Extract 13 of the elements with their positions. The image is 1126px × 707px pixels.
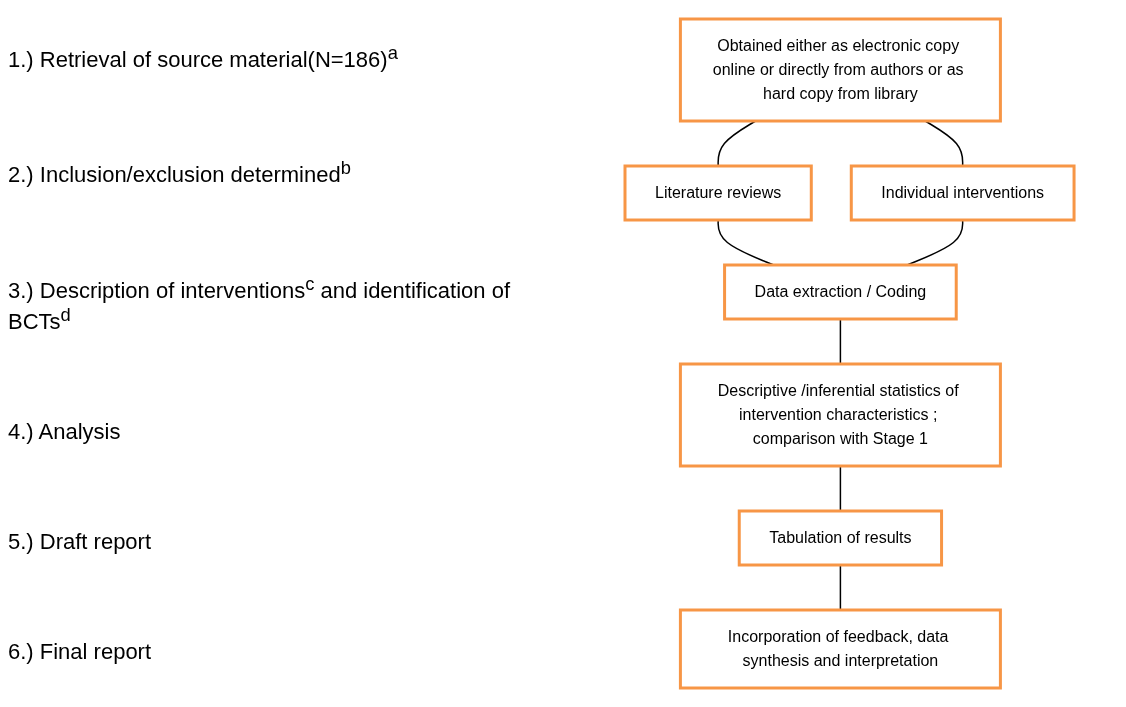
node-box: Literature reviews xyxy=(623,164,814,222)
step-label: 5.) Draft report xyxy=(8,529,153,556)
step-label: 4.) Analysis xyxy=(8,419,122,446)
node-box: Incorporation of feedback, data synthesis and interpretation xyxy=(679,608,1003,690)
node-box: Obtained either as electronic copy online or directly from authors or as hard copy from library xyxy=(679,17,1003,123)
step-label: 2.) Inclusion/exclusion determined$^{b}$ xyxy=(8,157,352,189)
node-box: Descriptive /inferential statistics of intervention characteristics ; comparison with Stage 1 xyxy=(679,362,1003,468)
node-box: Tabulation of results xyxy=(738,509,944,567)
step-label: 1.) Retrieval of source material(N=186)$^{a}$ xyxy=(8,41,399,74)
step-label: 3.) Description of interventions$^{c}$ and identification of BCTs$^{d}$ xyxy=(8,272,511,336)
node-box: Data extraction / Coding xyxy=(723,263,959,321)
node-box: Individual interventions xyxy=(850,164,1076,222)
step-label: 6.) Final report xyxy=(8,638,153,665)
